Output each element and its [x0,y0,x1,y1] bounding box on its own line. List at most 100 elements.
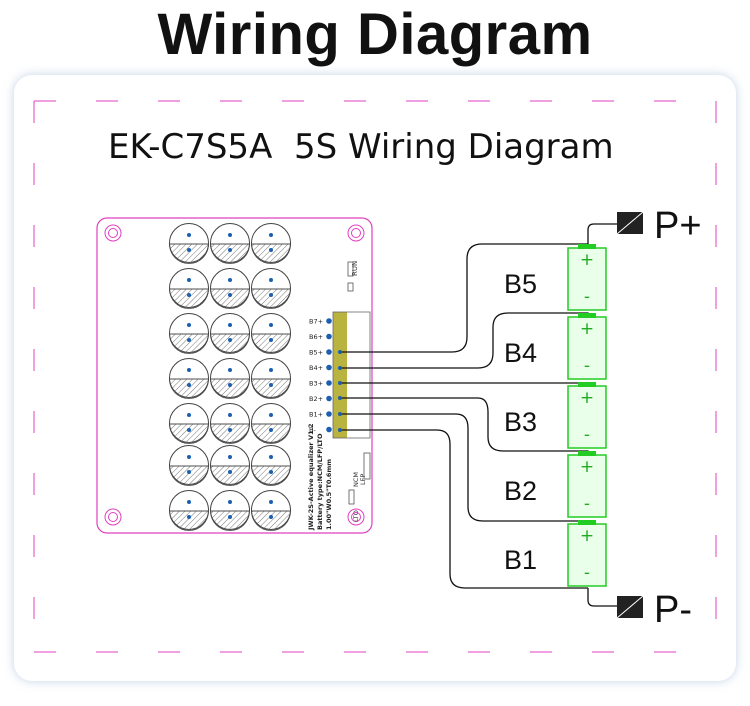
wires [340,223,618,607]
capacitor [169,445,209,486]
capacitor [169,358,209,399]
cell-minus-sign: - [584,494,590,514]
capacitor [169,268,209,309]
terminal-positive-label: P+ [654,205,702,247]
capacitor [210,490,250,531]
balancer-board: RUN B7+ B6+ B5+ B4+ B3+ B2+ B1+ B- JWK-2S-Activ… [96,217,373,534]
cell-minus-sign: - [584,356,590,376]
capacitor [251,223,291,264]
diagram-subtitle: EK-C7S5A 5S Wiring Diagram [108,127,614,167]
pin-pad [326,411,332,417]
cell-plus-sign: + [580,388,594,408]
pin-pad [326,364,332,371]
battery-cell-b1: + - B1 [504,520,607,587]
cell-minus-sign: - [584,287,590,307]
pin-label: B6+ [309,333,323,341]
mounting-hole-top-right [347,224,365,242]
page-title: Wiring Diagram [157,2,593,67]
board-text-line2: Battery type:NCM/LFP/LTO [316,433,324,530]
cell-plus-sign: + [580,526,594,546]
cell-tab [578,520,596,525]
switch-label-ncm: NCM [352,472,360,487]
capacitor [251,490,291,531]
capacitor [169,223,209,264]
capacitor [210,358,250,399]
battery-cell-b5: + - B5 [504,244,607,311]
cell-label: B2 [504,476,537,506]
board-text-line3: 1.00"W0.5"T0.6mm [325,459,333,530]
mounting-hole-top-left [104,224,122,242]
wire-p-plus [587,223,618,244]
run-led [347,261,354,277]
battery-cells: + - B5 + - B4 + - B3 + - B2 + - B1 [504,244,607,587]
cell-plus-sign: + [580,319,594,339]
wire-b-minus [340,429,588,589]
run-label: RUN [351,261,359,276]
capacitor [251,358,291,399]
pin-label: B- [309,426,316,434]
mounting-hole-bottom-right [347,508,365,526]
terminal-negative-label: P- [654,589,692,631]
capacitor [251,313,291,354]
capacitor [210,313,250,354]
lto-label: LTO [352,510,360,522]
cell-tab [578,382,596,387]
cell-label: B5 [504,269,537,299]
battery-cell-b3: + - B3 [504,382,607,449]
cell-tab [578,451,596,456]
pin-header-outline [332,311,371,439]
run-led-pad [347,282,354,292]
cell-plus-sign: + [580,457,594,477]
terminal-positive: P+ [616,205,702,247]
capacitor [210,403,250,444]
wire-p-minus [587,588,618,607]
pin-label: B4+ [309,364,323,372]
board-silkscreen: JWK-2S-Active equalizer V1.2 Battery typ… [307,423,333,531]
capacitor [251,445,291,486]
cell-tab [578,244,596,249]
pin-pad [326,426,332,433]
cell-label: B4 [504,338,537,368]
capacitor [210,223,250,264]
pin-label: B3+ [309,380,323,388]
mounting-hole-bottom-left [104,508,122,526]
cell-tab [578,313,596,318]
capacitor [169,313,209,354]
capacitor [210,268,250,309]
battery-cell-b2: + - B2 [504,451,607,518]
pin-label: B5+ [309,349,323,357]
capacitor [210,445,250,486]
capacitor-grid [169,223,291,531]
board-text-line1: JWK-2S-Active equalizer V1.2 [307,423,315,531]
pin-pad [326,318,332,324]
pin-pad [326,395,332,402]
pin-label: B7+ [309,318,323,326]
solder-points [338,350,342,432]
capacitor [169,403,209,444]
pin-pad [326,349,332,355]
type-switch [363,452,371,480]
pin-pad [326,380,332,386]
switch-label-lfp: LFP [359,474,367,485]
wire-b5-plus [340,243,589,353]
battery-cell-b4: + - B4 [504,313,607,380]
type-switch-pad [348,489,355,505]
capacitor [169,490,209,531]
wire-b4-plus [340,312,589,369]
wire-b2-plus [340,397,589,455]
cell-plus-sign: + [580,250,594,270]
terminal-negative: P- [616,589,692,631]
wire-b1-plus [340,413,589,524]
cell-minus-sign: - [584,425,590,445]
pin-label: B1+ [309,411,323,419]
cell-label: B1 [504,545,537,575]
cell-label: B3 [504,407,537,437]
cell-minus-sign: - [584,563,590,583]
capacitor [251,403,291,444]
pin-header [333,312,347,438]
pin-labels: B7+ B6+ B5+ B4+ B3+ B2+ B1+ B- [309,318,332,434]
pin-label: B2+ [309,395,323,403]
capacitor [251,268,291,309]
guide-frame [33,100,717,653]
